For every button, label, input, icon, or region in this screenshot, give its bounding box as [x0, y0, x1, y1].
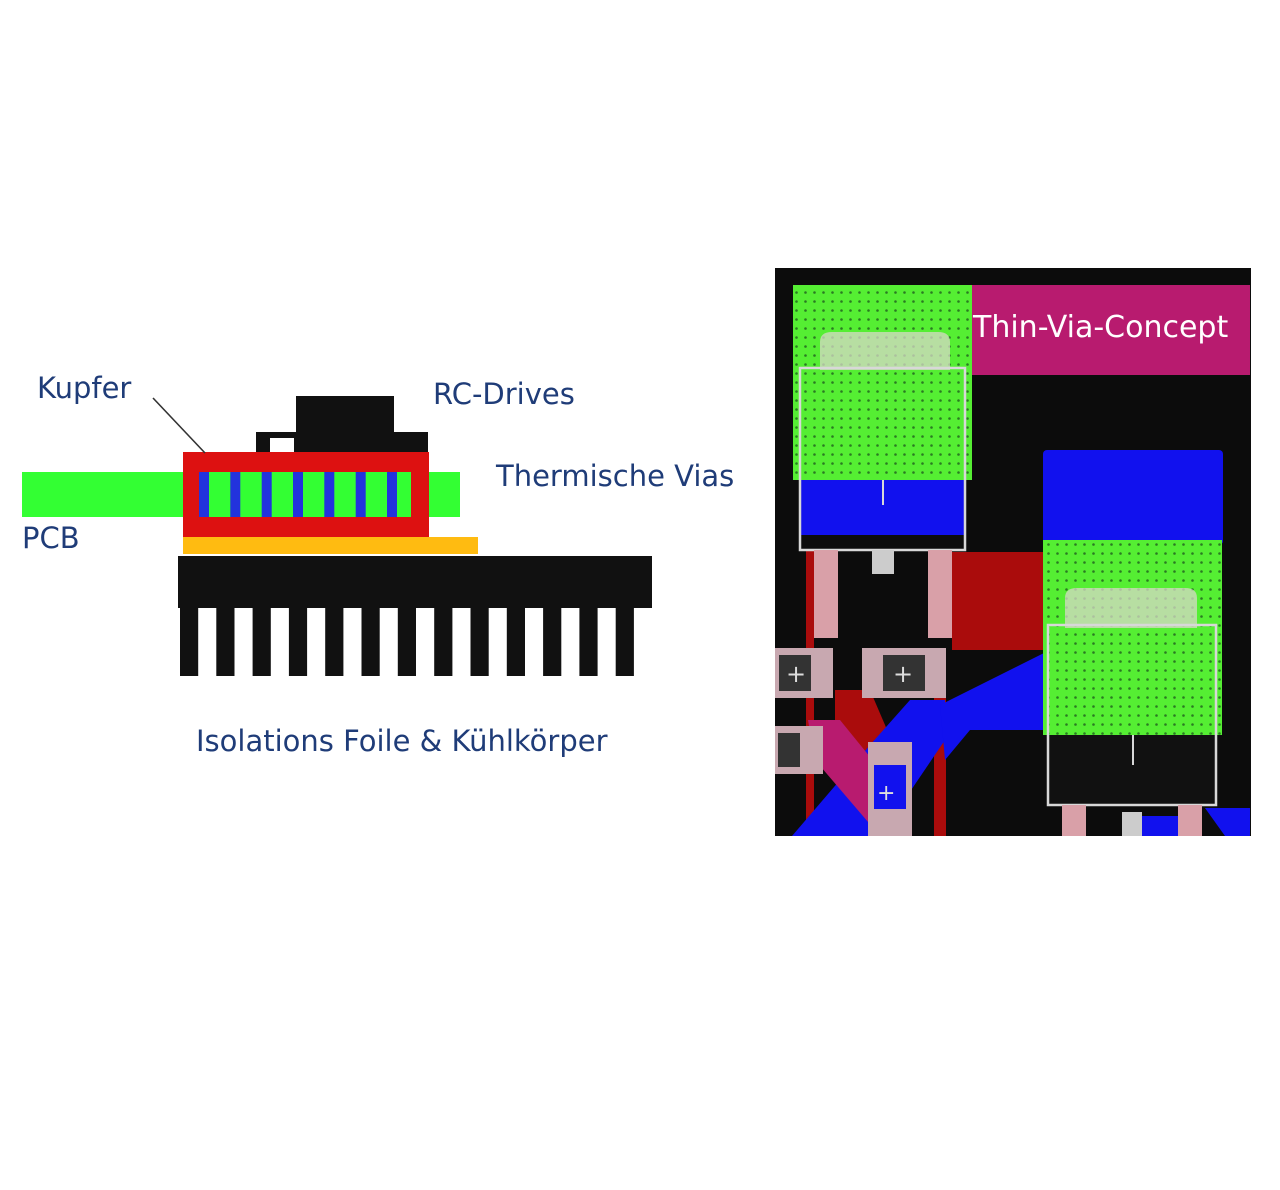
label-isolation: Isolations Foile & Kühlkörper: [196, 724, 608, 758]
component2-blue-pad: [1043, 450, 1223, 545]
insulation-foil: [183, 537, 478, 554]
component2-lead-mid: [1122, 812, 1142, 836]
heatsink-fin: [506, 604, 525, 676]
label-thin-via-concept: Thin-Via-Concept: [972, 310, 1228, 345]
heatsink-fin: [252, 604, 271, 676]
heatsink-fin: [180, 604, 199, 676]
copper-wall-left: [183, 472, 201, 517]
heatsink-fin: [434, 604, 453, 676]
component2-lead-right: [1178, 805, 1202, 836]
thermal-via: [324, 472, 335, 517]
heatsink-fin: [543, 604, 562, 676]
thermal-via: [355, 472, 366, 517]
rc-drives-lead-gap: [270, 438, 294, 452]
thermal-via: [261, 472, 272, 517]
copper-wall-right: [411, 472, 429, 517]
copper-bottom-layer: [183, 517, 429, 537]
component2-outline: [1046, 623, 1218, 807]
thermal-via: [293, 472, 303, 517]
component2-tab-highlight: [1065, 588, 1197, 628]
rc-drives-tab: [256, 432, 428, 452]
heatsink-base: [178, 556, 652, 608]
component1-center-lead: [872, 550, 894, 574]
thermal-via: [199, 472, 209, 517]
heatsink-fin: [470, 604, 489, 676]
heatsink-fin: [615, 604, 634, 676]
cross-section-diagram: Kupfer RC-Drives Thermische Vias PCB Iso…: [22, 371, 734, 758]
blue-diagonal-band: [940, 650, 1050, 760]
svg-text:+: +: [877, 781, 895, 806]
heatsink-fin: [216, 604, 235, 676]
pcb-layout-view: Thin-Via-Concept + + +: [775, 268, 1251, 836]
copper-top-layer: [183, 452, 429, 472]
heatsink-fin: [288, 604, 308, 676]
label-rc-drives: RC-Drives: [433, 377, 575, 411]
heatsink-fin: [579, 604, 598, 676]
heatsink-fins: [180, 604, 634, 676]
label-kupfer: Kupfer: [37, 371, 131, 405]
component1-lead-right: [928, 550, 952, 638]
heatsink-fin: [397, 604, 416, 676]
component2-lead-left: [1062, 805, 1086, 836]
label-pcb: PCB: [22, 521, 80, 555]
component1-tab-highlight: [820, 332, 950, 370]
component1-lead-left: [814, 550, 838, 638]
thermal-via: [230, 472, 241, 517]
blue-fill-lower-right: [1205, 808, 1250, 836]
svg-text:+: +: [893, 660, 913, 688]
thermal-via: [387, 472, 397, 517]
red-bridge-trace: [952, 552, 1047, 650]
heatsink-fin: [325, 604, 344, 676]
svg-text:+: +: [786, 660, 806, 688]
concept-title-box: [972, 285, 1250, 375]
kupfer-leader-line: [152, 397, 206, 454]
thermal-vias: [199, 472, 397, 517]
heatsink-fin: [361, 604, 380, 676]
label-thermische-vias: Thermische Vias: [495, 459, 734, 493]
